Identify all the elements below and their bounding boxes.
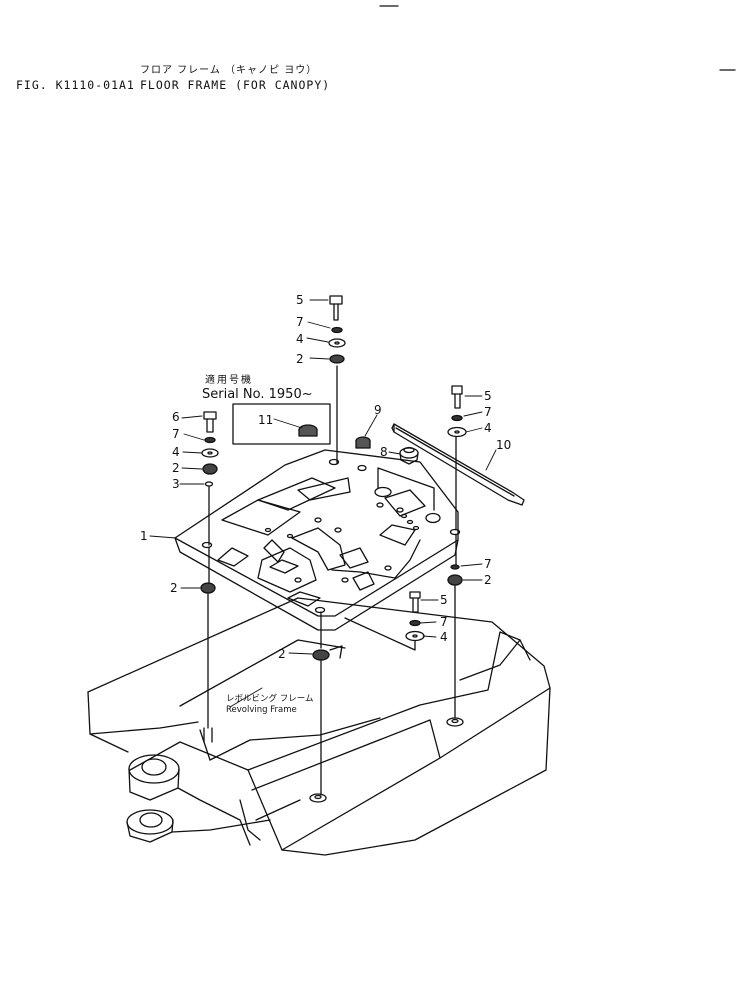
bolt-stack-right-lower	[344, 591, 425, 651]
callout-4-right: 4	[484, 421, 492, 435]
frame-label-en: Revolving Frame	[226, 705, 297, 715]
callout-5-lower: 5	[440, 593, 448, 607]
leader-lines	[149, 299, 497, 708]
callout-2-lower-left: 2	[170, 581, 178, 595]
callout-7-right: 7	[484, 405, 492, 419]
callout-7-right-lower: 7	[484, 557, 492, 571]
callout-8: 8	[380, 445, 388, 459]
callout-7-top: 7	[296, 315, 304, 329]
bolt-stack-left	[200, 411, 219, 729]
item-8-grommet	[399, 446, 419, 465]
frame-label-jp: レボルビング フレーム	[226, 693, 313, 704]
callout-2-right: 2	[484, 573, 492, 587]
bolt-stack-top-center	[328, 295, 346, 465]
callout-9: 9	[374, 403, 382, 417]
callout-7-lower: 7	[440, 615, 448, 629]
item-9-cushion	[355, 436, 371, 449]
callout-3: 3	[172, 477, 180, 491]
callout-5-top: 5	[296, 293, 304, 307]
callout-2-bottom: 2	[278, 647, 286, 661]
callout-6: 6	[172, 410, 180, 424]
callout-4-top: 4	[296, 332, 304, 346]
cushion-bottom-center	[312, 611, 343, 796]
callout-10: 10	[496, 438, 511, 452]
serial-label-jp: 適用号機	[205, 373, 253, 386]
title-japanese: フロア フレーム （キャノピ ヨウ）	[140, 65, 318, 76]
bolt-stack-right-upper	[447, 385, 467, 719]
callout-2-left: 2	[172, 461, 180, 475]
callout-5-right: 5	[484, 389, 492, 403]
scan-mark	[379, 5, 736, 71]
floor-frame-plate	[174, 449, 461, 631]
item-10-seal-strip	[391, 423, 525, 506]
callout-1: 1	[140, 529, 148, 543]
callout-4-lower: 4	[440, 630, 448, 644]
figure-code: FIG. K1110-01A1	[16, 78, 135, 92]
callout-2-top: 2	[296, 352, 304, 366]
serial-label-en: Serial No. 1950~	[202, 387, 313, 402]
callout-4-left: 4	[172, 445, 180, 459]
item-11-box	[232, 403, 331, 445]
title-english: FLOOR FRAME (FOR CANOPY)	[140, 78, 331, 92]
callout-7-left: 7	[172, 427, 180, 441]
revolving-frame	[87, 597, 551, 856]
callout-11: 11	[258, 413, 273, 427]
